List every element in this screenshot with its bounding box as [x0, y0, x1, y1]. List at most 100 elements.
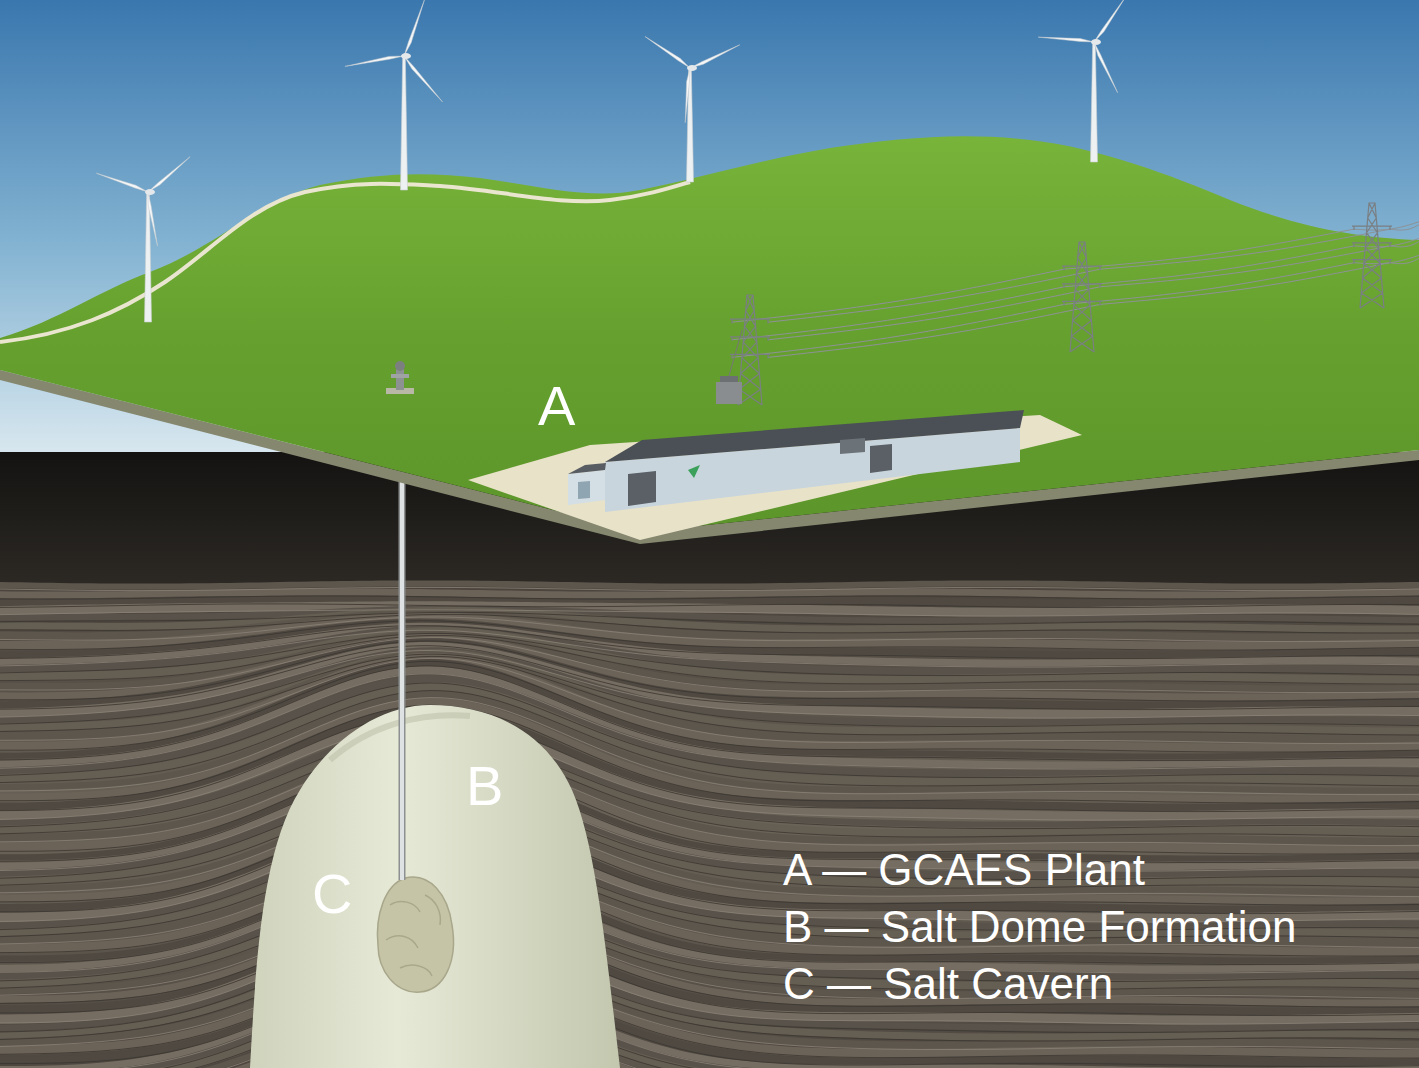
rock-seam [0, 749, 1419, 846]
power-lines [730, 203, 1419, 405]
rock-seam [0, 714, 1419, 811]
rock-seam [0, 641, 1419, 701]
salt-dome [250, 705, 620, 1068]
turbine-blade [345, 56, 404, 66]
wind-turbine [96, 157, 190, 322]
turbine-blade [685, 68, 690, 123]
turbine-nacelle [401, 53, 411, 59]
turbine-blade [96, 173, 148, 192]
power-wire [1354, 218, 1419, 230]
rock-seam [0, 656, 1419, 735]
turbine-blade [1094, 0, 1126, 42]
turbine-blade [690, 45, 740, 68]
transmission-pylon [1062, 242, 1102, 352]
rock-seam [0, 969, 1419, 1067]
rock-seam [0, 614, 1419, 633]
grass-hill [0, 136, 1419, 532]
rock-seam [0, 937, 1419, 1033]
access-road [0, 182, 690, 342]
rock-seam [0, 987, 1419, 1068]
rock-strata [0, 583, 1419, 1068]
turbine-blade [148, 192, 158, 246]
rock-seam [0, 724, 1419, 820]
rock-seam [0, 633, 1419, 675]
rock-seam [0, 742, 1419, 837]
power-wire [1064, 263, 1354, 305]
rock-seam [0, 683, 1419, 778]
power-wire [768, 287, 1100, 340]
key-entry: B — Salt Dome Formation [783, 905, 1297, 949]
transformer-top [720, 376, 738, 382]
rock-seam [0, 793, 1419, 888]
salt-cavern [377, 877, 453, 992]
rock-seam [0, 816, 1419, 914]
callout-letter: B [466, 758, 503, 814]
turbine-blade [148, 157, 190, 192]
plant-annex-wall [568, 470, 605, 505]
rock-layer [0, 610, 1419, 629]
rock-seam [0, 635, 1419, 684]
rock-seam [0, 612, 1419, 624]
turbine-blade [404, 0, 425, 56]
power-wire [1064, 229, 1354, 269]
callout-letter: C [312, 866, 352, 922]
plant-roof [605, 410, 1024, 462]
power-wire [732, 287, 1064, 340]
key-entry: C — Salt Cavern [783, 962, 1113, 1006]
rock-seam [0, 596, 1419, 599]
rock-seam [0, 775, 1419, 871]
rock-layer [0, 608, 1419, 620]
power-wire [1064, 246, 1354, 287]
callout-letter: A [538, 378, 575, 434]
rock-layer [0, 592, 1419, 595]
transformer-lead [729, 330, 742, 376]
wind-turbines [96, 0, 1126, 322]
plant-annex-roof [568, 463, 606, 474]
turbine-tower [1091, 42, 1098, 162]
rock-seam [0, 977, 1419, 1068]
plant-vent [840, 438, 865, 454]
rock-seam [0, 785, 1419, 880]
rock-seam [0, 1013, 1419, 1068]
power-wire [1354, 235, 1419, 247]
power-wire [1100, 246, 1390, 287]
plant-door [870, 444, 892, 473]
turbine-tower [401, 56, 408, 190]
turbine-blade [645, 36, 690, 68]
wellhead [386, 361, 414, 394]
wind-turbine [645, 36, 740, 182]
rock-layer [0, 583, 1419, 586]
rock-seam [0, 946, 1419, 1041]
plant-logo-mark [688, 465, 700, 478]
rock-seam [0, 867, 1419, 965]
rock-seam [0, 666, 1419, 761]
rock-seam [0, 808, 1419, 906]
plant-door [628, 471, 656, 506]
rock-seam [0, 1006, 1419, 1068]
wellhead-valve [395, 361, 405, 371]
rock-seam [0, 962, 1419, 1058]
rock-seam [0, 895, 1419, 990]
rock-seam [0, 651, 1419, 719]
rock-seam [0, 800, 1419, 896]
rock-seam [0, 630, 1419, 667]
rock-seam [0, 997, 1419, 1068]
rock-seam [0, 765, 1419, 863]
ground-surface [0, 136, 1419, 544]
power-wire [1390, 218, 1419, 230]
turbine-blade [1038, 37, 1094, 42]
rock-seam [0, 610, 1419, 616]
power-wire [732, 304, 1064, 357]
rock-seam [0, 698, 1419, 795]
power-wire [768, 304, 1100, 357]
well-pipe [400, 476, 404, 880]
turbine-nacelle [1091, 39, 1101, 45]
turbine-blade [1094, 42, 1118, 93]
wind-turbine [1038, 0, 1126, 162]
rock-layer [0, 647, 1419, 715]
transformer-body [716, 382, 742, 404]
rock-seam [0, 658, 1419, 743]
rock-seam [0, 955, 1419, 1050]
rock-seam [0, 903, 1419, 998]
